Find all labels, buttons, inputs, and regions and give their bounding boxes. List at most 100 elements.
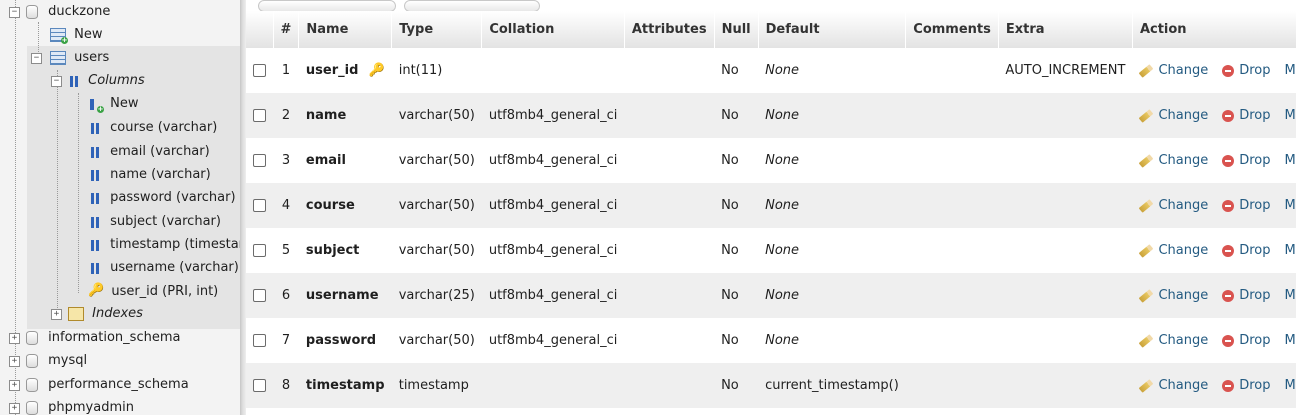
tree-column-course[interactable]: course (varchar): [90, 117, 217, 139]
header-null[interactable]: Null: [714, 11, 759, 48]
column-label[interactable]: timestamp (timestamp): [110, 237, 240, 252]
tree-line: [15, 0, 16, 415]
row-checkbox[interactable]: [253, 64, 266, 77]
column-label[interactable]: username (varchar): [110, 260, 239, 275]
collapse-icon[interactable]: −: [9, 7, 20, 18]
tree-db-performance-schema[interactable]: + performance_schema: [9, 374, 189, 396]
tree-db-duckzone[interactable]: − duckzone: [9, 1, 110, 23]
tree-column-password[interactable]: password (varchar): [90, 187, 236, 209]
column-null: No: [714, 363, 759, 408]
column-label[interactable]: password (varchar): [110, 190, 236, 205]
tree-db-information-schema[interactable]: + information_schema: [9, 327, 180, 349]
column-name: email: [305, 153, 346, 168]
column-label[interactable]: name (varchar): [110, 167, 211, 182]
collapse-icon[interactable]: −: [51, 76, 62, 87]
header-default[interactable]: Default: [758, 11, 907, 48]
drop-label: Drop: [1239, 63, 1271, 78]
column-label[interactable]: user_id (PRI, int): [111, 283, 219, 299]
tree-new-table[interactable]: + New: [50, 24, 103, 46]
change-button[interactable]: Change: [1139, 243, 1208, 258]
row-checkbox[interactable]: [253, 154, 266, 167]
column-extra: [998, 138, 1133, 183]
drop-button[interactable]: Drop: [1222, 153, 1271, 168]
column-comments: [905, 273, 999, 318]
tree-new-column[interactable]: + New: [90, 93, 139, 115]
tree-column-name[interactable]: name (varchar): [90, 164, 211, 186]
row-checkbox[interactable]: [253, 379, 266, 392]
db-name[interactable]: performance_schema: [48, 377, 189, 392]
row-checkbox[interactable]: [253, 199, 266, 212]
columns-label[interactable]: Columns: [88, 73, 145, 88]
more-button[interactable]: More: [1284, 198, 1296, 213]
tree-column-timestamp[interactable]: timestamp (timestamp): [90, 234, 240, 256]
more-button[interactable]: More: [1284, 108, 1296, 123]
db-name[interactable]: phpmyadmin: [48, 400, 134, 415]
more-button[interactable]: More: [1284, 153, 1296, 168]
drop-button[interactable]: Drop: [1222, 333, 1271, 348]
change-button[interactable]: Change: [1139, 153, 1208, 168]
header-collation[interactable]: Collation: [481, 11, 625, 48]
expand-icon[interactable]: +: [9, 380, 20, 391]
tree-db-phpmyadmin[interactable]: + phpmyadmin: [9, 397, 134, 415]
change-button[interactable]: Change: [1139, 63, 1208, 78]
more-button[interactable]: More: [1284, 333, 1296, 348]
header-type[interactable]: Type: [391, 11, 483, 48]
header-name[interactable]: Name: [298, 11, 393, 48]
expand-icon[interactable]: +: [51, 309, 62, 320]
table-name[interactable]: users: [74, 50, 110, 65]
drop-icon: [1222, 289, 1235, 302]
change-button[interactable]: Change: [1139, 108, 1208, 123]
expand-icon[interactable]: +: [9, 333, 20, 344]
change-button[interactable]: Change: [1139, 378, 1208, 393]
db-name[interactable]: information_schema: [48, 330, 181, 345]
db-name[interactable]: duckzone: [48, 4, 111, 19]
more-button[interactable]: More: [1284, 378, 1296, 393]
drop-button[interactable]: Drop: [1222, 243, 1271, 258]
tree-column-user-id[interactable]: 🔑 user_id (PRI, int): [88, 280, 218, 302]
more-button[interactable]: More: [1284, 63, 1296, 78]
drop-button[interactable]: Drop: [1222, 108, 1271, 123]
drop-button[interactable]: Drop: [1222, 198, 1271, 213]
header-extra[interactable]: Extra: [998, 11, 1133, 48]
tree-columns-folder[interactable]: − Columns: [51, 70, 145, 92]
column-label[interactable]: email (varchar): [110, 144, 210, 159]
column-attributes: [624, 48, 715, 93]
tree-indexes-folder[interactable]: + Indexes: [51, 303, 143, 325]
row-checkbox[interactable]: [253, 244, 266, 257]
column-label[interactable]: course (varchar): [110, 120, 218, 135]
tree-column-subject[interactable]: subject (varchar): [90, 211, 221, 233]
column-null: No: [714, 183, 759, 228]
header-comments[interactable]: Comments: [905, 11, 999, 48]
tree-db-mysql[interactable]: + mysql: [9, 350, 87, 372]
indexes-label[interactable]: Indexes: [92, 306, 143, 321]
drop-button[interactable]: Drop: [1222, 63, 1271, 78]
row-checkbox[interactable]: [253, 289, 266, 302]
row-checkbox[interactable]: [253, 109, 266, 122]
nav-resize-handle[interactable]: [240, 0, 246, 415]
change-button[interactable]: Change: [1139, 333, 1208, 348]
column-default: None: [758, 183, 906, 228]
tree-table-users[interactable]: − users: [31, 47, 109, 69]
change-label: Change: [1158, 108, 1209, 123]
row-checkbox[interactable]: [253, 334, 266, 347]
tree-column-username[interactable]: username (varchar): [90, 257, 239, 279]
db-name[interactable]: mysql: [48, 353, 88, 368]
change-button[interactable]: Change: [1139, 198, 1208, 213]
change-button[interactable]: Change: [1139, 288, 1208, 303]
new-table-label[interactable]: New: [74, 27, 103, 42]
header-attributes[interactable]: Attributes: [624, 11, 715, 48]
column-extra: [998, 183, 1133, 228]
column-label[interactable]: subject (varchar): [110, 214, 221, 229]
tree-column-email[interactable]: email (varchar): [90, 141, 210, 163]
expand-icon[interactable]: +: [9, 356, 20, 367]
more-button[interactable]: More: [1284, 288, 1296, 303]
more-button[interactable]: More: [1284, 243, 1296, 258]
drop-button[interactable]: Drop: [1222, 288, 1271, 303]
expand-icon[interactable]: +: [9, 403, 20, 414]
new-column-label[interactable]: New: [110, 96, 139, 111]
collapse-icon[interactable]: −: [31, 53, 42, 64]
column-collation: utf8mb4_general_ci: [481, 138, 625, 183]
drop-button[interactable]: Drop: [1222, 378, 1271, 393]
